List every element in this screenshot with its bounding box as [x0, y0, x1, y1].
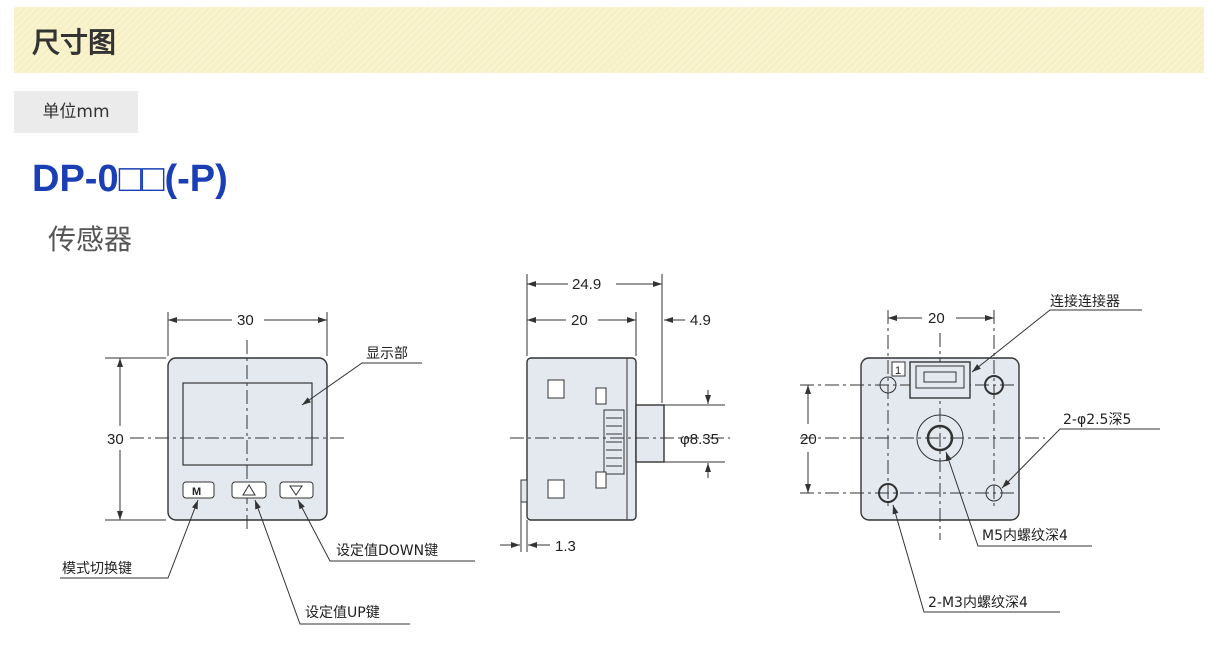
- m5-port-inner: [926, 424, 954, 452]
- up-key-label: 设定值UP键: [305, 605, 380, 621]
- hole-label: 2-φ2.5深5: [1063, 412, 1131, 428]
- mode-button-label: M: [192, 486, 201, 498]
- hole-bottom-right: [985, 484, 1003, 502]
- hole-bottom-left: [878, 483, 898, 503]
- front-dim-width: 30: [237, 312, 254, 329]
- m3-label: 2-M3内螺纹深4: [928, 595, 1028, 611]
- down-triangle-icon: [289, 485, 303, 496]
- connector-label: 连接连接器: [1050, 293, 1120, 310]
- mode-button: [182, 481, 215, 499]
- mode-key-label: 模式切换键: [62, 560, 132, 577]
- side-dim-offset: 1.3: [555, 538, 576, 555]
- side-dim-body: 20: [571, 312, 588, 329]
- down-button: [279, 481, 314, 499]
- up-button: [231, 481, 267, 499]
- display-label: 显示部: [366, 346, 408, 362]
- front-view: M 30 30 显示部 模式切换键 设定值UP键 设定值DOWN键: [60, 312, 475, 625]
- hole-top-right: [984, 375, 1004, 395]
- hole-top-left: [879, 376, 897, 394]
- m5-label: M5内螺纹深4: [982, 528, 1068, 544]
- pressure-port: [635, 404, 665, 463]
- rear-dim-horizontal: 20: [928, 310, 945, 327]
- down-key-label: 设定值DOWN键: [336, 543, 438, 559]
- side-dim-protrusion: 4.9: [690, 312, 711, 329]
- section-title: 尺寸图: [32, 26, 117, 59]
- model-title: DP-0□□(-P): [32, 158, 228, 200]
- unit-label: 单位mm: [14, 91, 138, 133]
- front-dim-height: 30: [107, 431, 124, 448]
- rear-view: 1 20 20 连接连接器 2-φ2.5深5 M5内螺纹深4 2-M3内螺纹深4: [800, 293, 1160, 613]
- m5-port-outer: [916, 414, 964, 462]
- side-dim-diameter: φ8.35: [680, 431, 719, 448]
- pin-mark: 1: [895, 365, 901, 377]
- subtitle: 传感器: [48, 223, 133, 256]
- connector: [909, 361, 971, 399]
- side-dim-total: 24.9: [572, 276, 601, 293]
- section-header: 尺寸图: [14, 7, 1204, 73]
- rear-dim-vertical: 20: [800, 431, 817, 448]
- side-view: 24.9 20 4.9 φ8.35 1.3: [500, 274, 730, 555]
- up-triangle-icon: [242, 484, 256, 496]
